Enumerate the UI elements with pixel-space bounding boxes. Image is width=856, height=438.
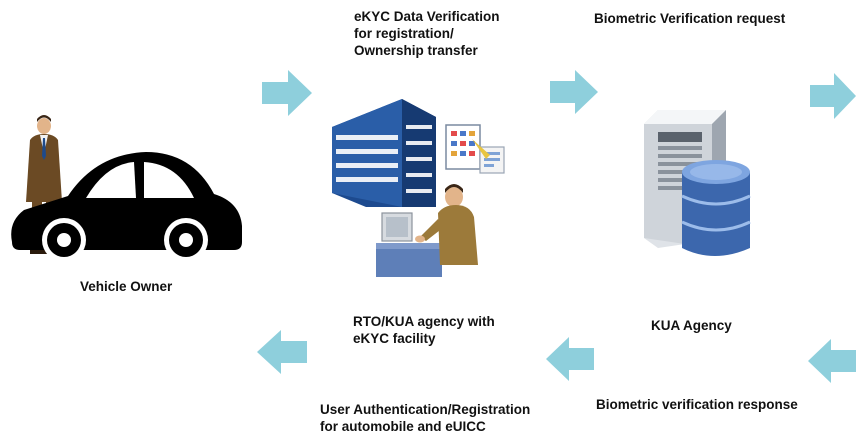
arrow-left-icon: [546, 337, 594, 381]
ekyc-verification-label: eKYC Data Verification for registration/…: [354, 9, 500, 58]
office-building-with-operator-icon: [332, 99, 505, 277]
operator-icon: [376, 184, 478, 277]
arrow-left-icon: [257, 330, 307, 374]
user-auth-label: User Authentication/Registration for aut…: [320, 402, 531, 434]
biometric-request-label: Biometric Verification request: [594, 11, 786, 26]
kua-agency-label: KUA Agency: [651, 318, 732, 333]
arrow-right-icon: [550, 70, 598, 114]
rto-agency-label: RTO/KUA agency with eKYC facility: [353, 314, 495, 346]
office-building-icon: [332, 99, 436, 207]
vehicle-owner-label: Vehicle Owner: [80, 279, 173, 294]
document-chart-icon: [445, 124, 505, 174]
arrow-left-icon: [808, 339, 856, 383]
arrow-right-icon: [262, 70, 312, 116]
car-icon: [11, 152, 243, 262]
biometric-response-label: Biometric verification response: [596, 397, 798, 412]
arrow-right-icon: [810, 73, 856, 119]
server-with-database-icon: [644, 110, 751, 256]
database-icon: [681, 160, 751, 256]
businessman-with-car-icon: [11, 115, 243, 262]
